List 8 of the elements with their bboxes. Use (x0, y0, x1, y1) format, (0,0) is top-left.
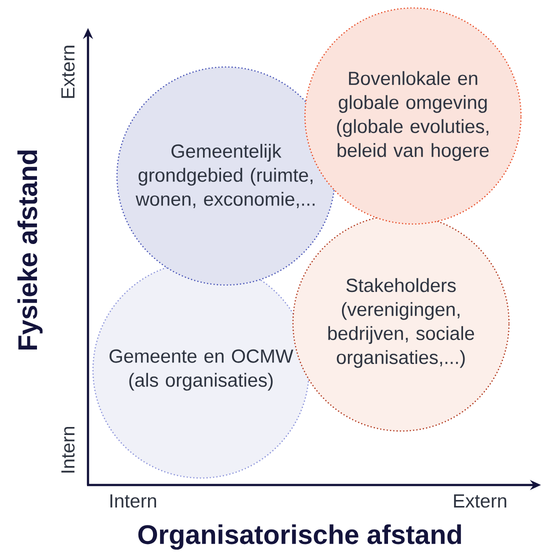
axis-end-label: Intern (61, 426, 75, 473)
circle-area: Gemeente en OCMW (als organisaties) (92, 261, 310, 479)
circle-area: Stakeholders (verenigingen, bedrijven, sociale organisaties,...) (292, 214, 510, 432)
axis-title: Organisatorische afstand (138, 524, 461, 550)
axis-end-label: Extern (61, 46, 75, 98)
axis-end-label: Extern (454, 494, 506, 508)
circle-area: Gemeentelijk grondgebied (ruimte, wonen, exconomie,... (116, 66, 336, 286)
axis-title: Fysieke afstand (17, 150, 43, 350)
